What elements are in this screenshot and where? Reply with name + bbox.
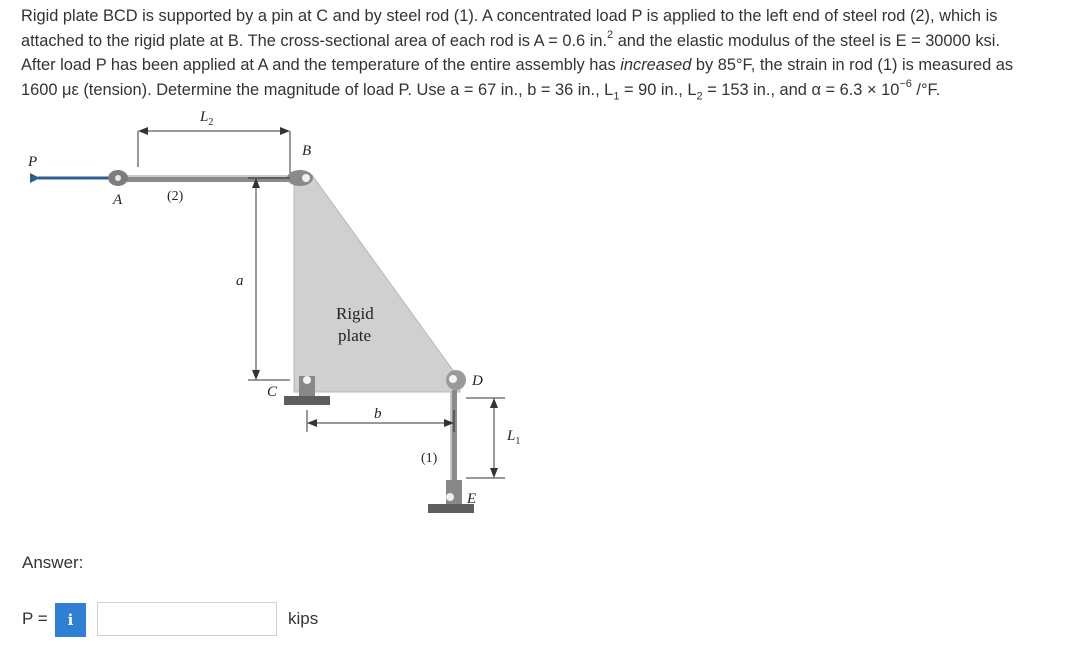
label-rod-1: (1)	[421, 451, 438, 466]
rod-1	[446, 370, 466, 482]
label-p: P	[27, 154, 37, 170]
label-c-point: C	[267, 384, 278, 400]
p-equals-label: P =	[22, 609, 48, 628]
problem-line-4: 1600 με (tension). Determine the magnitu…	[21, 78, 941, 102]
label-dim-l1: L1	[506, 428, 520, 447]
label-dim-l2: L2	[199, 109, 213, 128]
dimension-a	[248, 177, 290, 381]
pin-support-c	[284, 376, 330, 405]
label-d-point: D	[471, 373, 483, 389]
label-plate-line-2: plate	[338, 326, 371, 345]
problem-line-1: Rigid plate BCD is supported by a pin at…	[21, 7, 998, 25]
rigid-plate	[293, 174, 461, 393]
unit-label: kips	[288, 609, 319, 628]
dimension-b	[306, 410, 455, 432]
label-a-point: A	[112, 192, 123, 208]
problem-line-3: After load P has been applied at A and t…	[21, 56, 1014, 74]
dimension-l2	[137, 127, 291, 173]
rod-2	[108, 170, 313, 186]
label-plate-line-1: Rigid	[336, 304, 374, 323]
label-e-point: E	[466, 491, 476, 507]
info-icon[interactable]: i	[55, 603, 86, 637]
dimension-l1	[466, 397, 505, 479]
problem-statement: Rigid plate BCD is supported by a pin at…	[21, 4, 1071, 102]
label-rod-2: (2)	[167, 189, 184, 204]
answer-heading: Answer:	[22, 553, 84, 572]
support-e	[428, 480, 474, 513]
label-b-point: B	[302, 143, 311, 159]
problem-line-2: attached to the rigid plate at B. The cr…	[21, 29, 1000, 50]
label-dim-b: b	[374, 406, 382, 422]
label-dim-a: a	[236, 273, 244, 289]
answer-input[interactable]	[97, 602, 277, 636]
